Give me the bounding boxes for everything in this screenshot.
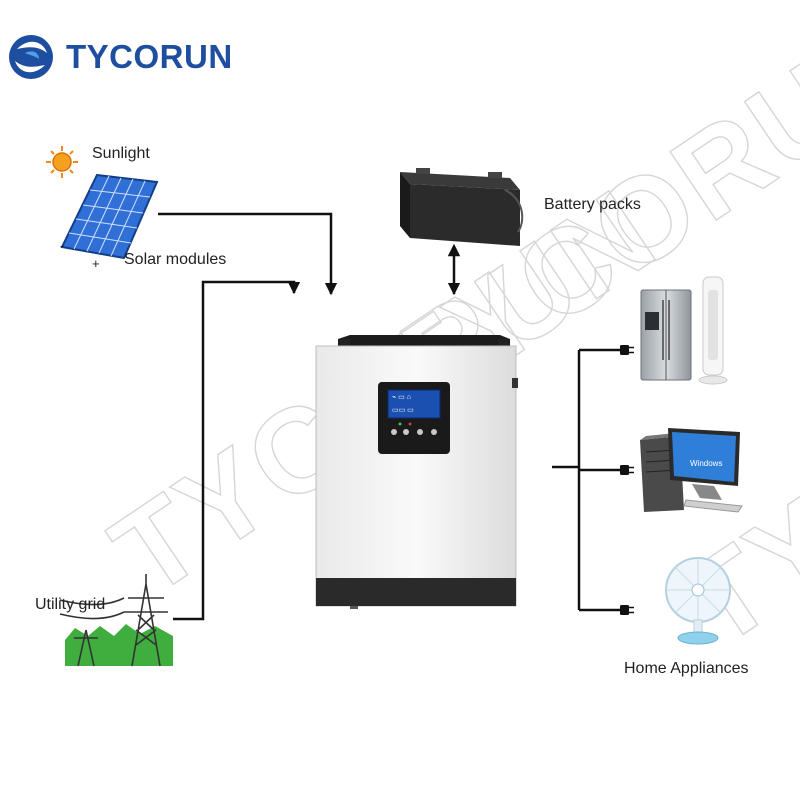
label-home-appliances: Home Appliances — [624, 660, 749, 677]
label-utility-grid: Utility grid — [35, 596, 106, 613]
computer-screen-text: Windows — [690, 459, 722, 468]
solar-plus-sign: + — [92, 256, 100, 271]
solar-to-inverter-line — [158, 212, 338, 296]
grid-to-inverter-line — [173, 280, 301, 621]
tycorun-logo-icon — [9, 35, 53, 79]
tower-fan-icon — [698, 276, 728, 385]
label-battery-packs: Battery packs — [544, 196, 641, 213]
refrigerator-icon — [640, 289, 692, 381]
inverter-icon: ⌁ ▭ ⌂ ▭▭ ▭ — [315, 335, 518, 609]
connection-lines — [158, 212, 620, 621]
desktop-computer-icon: Windows — [640, 428, 743, 513]
utility-grid-icon — [59, 574, 173, 667]
label-solar-modules: Solar modules — [124, 251, 227, 268]
desk-fan-icon — [665, 557, 731, 645]
lcd-readout: ▭▭ ▭ — [392, 407, 414, 414]
plug-icon — [620, 345, 634, 355]
solar-panel-icon — [60, 173, 159, 260]
battery-pack-icon — [400, 168, 524, 246]
label-sunlight: Sunlight — [92, 145, 150, 162]
lcd-readout: ⌁ ▭ ⌂ — [392, 394, 411, 401]
plug-icon — [620, 465, 634, 475]
solar-minus-sign: - — [60, 238, 65, 253]
plug-icon — [620, 605, 634, 615]
brand-name: TYCORUN — [66, 38, 233, 75]
sun-icon — [46, 146, 78, 178]
watermark-text: TYCORUN — [0, 0, 10, 442]
